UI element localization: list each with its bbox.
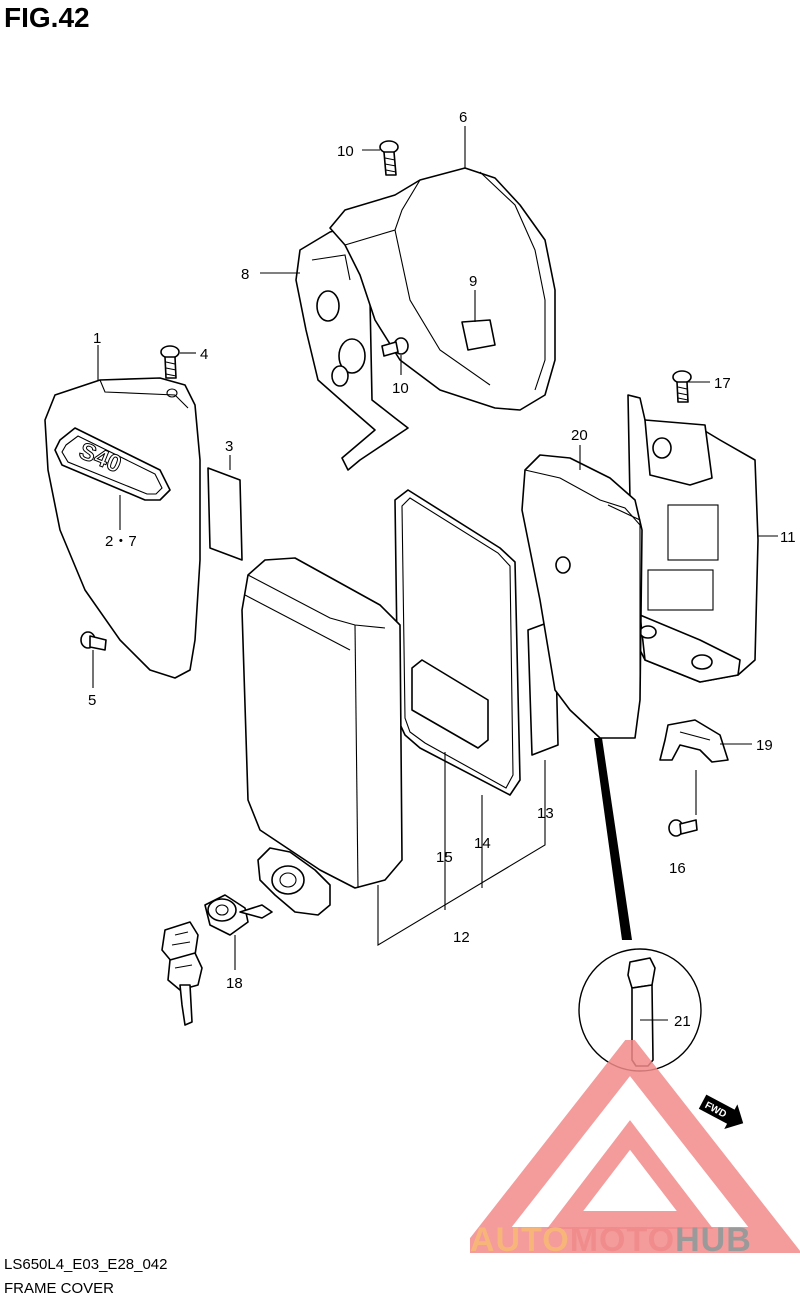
leader-lines [92, 126, 778, 1021]
callout-19: 19 [756, 737, 773, 754]
part-6-cover [329, 167, 556, 411]
part-14-gasket [394, 489, 521, 796]
logo-text-hub: HUB [675, 1221, 752, 1259]
screw-4 [160, 345, 180, 379]
callout-3: 3 [225, 438, 233, 455]
screw-10-bottom [381, 337, 409, 357]
part-15-foam [411, 659, 489, 749]
callout-21: 21 [674, 1013, 691, 1030]
callout-12: 12 [453, 929, 470, 946]
part-3-pad [207, 467, 243, 561]
callout-17: 17 [714, 375, 731, 392]
s40-emblem: S40 [54, 427, 171, 501]
part-8-bracket [295, 224, 409, 471]
detail-pointer [594, 738, 632, 940]
screw-10-top [379, 140, 399, 176]
screw-16 [668, 819, 698, 837]
callout-16: 16 [669, 860, 686, 877]
figure-name: FRAME COVER [4, 1280, 115, 1297]
lock-housing [257, 847, 331, 916]
callout-4: 4 [200, 346, 208, 363]
callout-14: 14 [474, 835, 491, 852]
callout-20: 20 [571, 427, 588, 444]
callout-15: 15 [436, 849, 453, 866]
callout-11: 11 [780, 529, 796, 546]
figure-code: LS650L4_E03_E28_042 [4, 1256, 168, 1273]
watermark-logo-text: AUTOMOTOHUB [470, 1221, 752, 1260]
callout-10-bottom: 10 [392, 380, 409, 397]
callout-18: 18 [226, 975, 243, 992]
callout-6: 6 [459, 109, 467, 126]
part-18-lock-and-key [161, 894, 273, 1026]
callout-numbers: 6 10 8 9 10 1 4 3 2・7 5 20 17 11 19 16 1… [88, 109, 796, 1030]
logo-text-auto: AUTO [470, 1221, 570, 1259]
callout-5: 5 [88, 692, 96, 709]
callout-9: 9 [469, 273, 477, 290]
callout-2-7: 2・7 [105, 533, 137, 550]
callout-1: 1 [93, 330, 101, 347]
callout-13: 13 [537, 805, 554, 822]
part-20-cover [521, 454, 643, 739]
logo-text-moto: MOTO [569, 1221, 676, 1259]
callout-10-top: 10 [337, 143, 354, 160]
screw-17 [672, 370, 692, 403]
part-11-bracket [627, 394, 759, 683]
part-12-toolbox [241, 557, 403, 889]
callout-8: 8 [241, 266, 249, 283]
screw-5 [80, 631, 107, 651]
part-19-clip [659, 719, 729, 763]
figure-title: FIG.42 [4, 2, 90, 33]
watermark-logo [470, 1040, 800, 1253]
part-1-side-cover: S40 [44, 377, 201, 679]
